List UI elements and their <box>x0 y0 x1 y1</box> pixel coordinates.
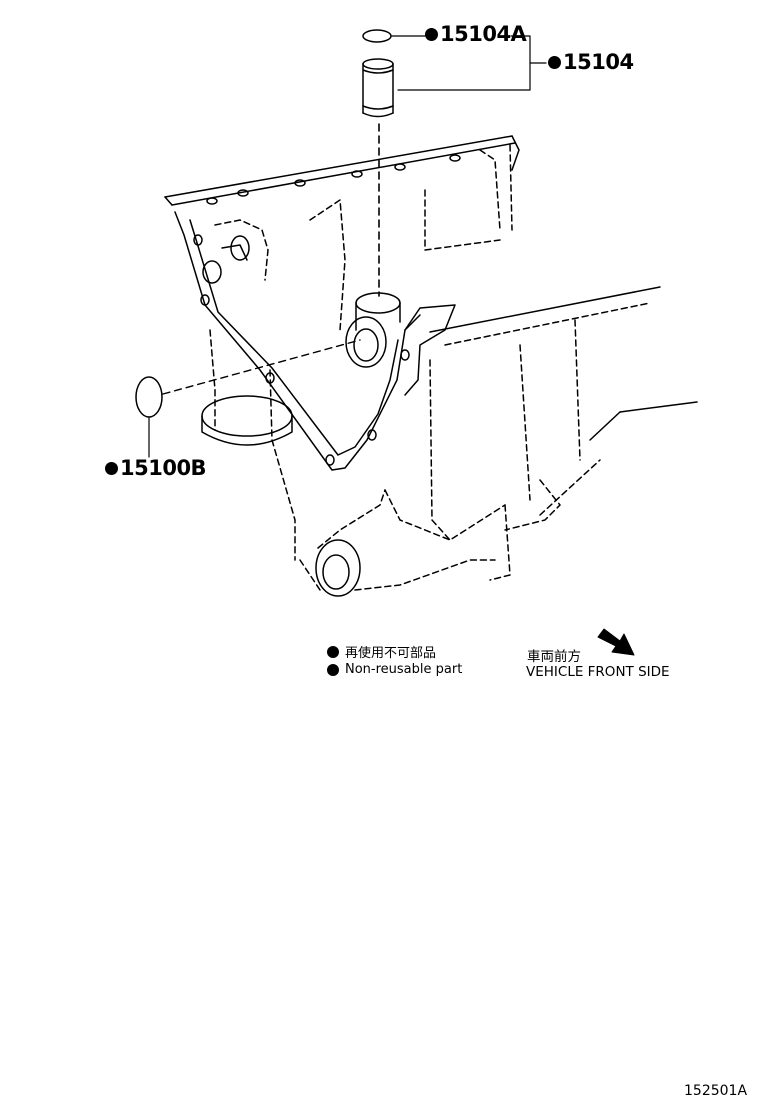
legend-jp-text: 再使用不可部品 <box>345 646 437 661</box>
non-reusable-marker-icon <box>548 55 561 69</box>
front-side-jp: 車両前方 <box>527 649 581 665</box>
oring-top-part[interactable] <box>362 29 392 43</box>
strainer-part[interactable] <box>362 58 394 118</box>
legend-jp: 再使用不可部品 <box>327 642 436 661</box>
callout-15104a[interactable]: 15104A <box>425 22 527 46</box>
install-line-diagonal <box>162 339 361 395</box>
callout-15100b[interactable]: 15100B <box>105 456 207 480</box>
diagram-id: 152501A <box>684 1083 748 1099</box>
oil-pan-body <box>164 135 698 597</box>
legend-en: Non-reusable part <box>327 662 462 677</box>
callout-15104[interactable]: 15104 <box>548 50 634 74</box>
part-number-15104a: 15104A <box>440 22 527 46</box>
non-reusable-marker-icon <box>425 27 438 41</box>
legend-en-text: Non-reusable part <box>345 662 463 677</box>
part-number-15104: 15104 <box>563 50 634 74</box>
filled-circle-icon <box>327 645 339 658</box>
non-reusable-marker-icon <box>105 461 118 475</box>
arrow-down-right-icon <box>597 628 635 656</box>
front-side-en: VEHICLE FRONT SIDE <box>526 664 670 680</box>
part-number-15100b: 15100B <box>120 456 207 480</box>
oring-side-part[interactable] <box>135 376 163 418</box>
filled-circle-icon <box>327 663 339 676</box>
